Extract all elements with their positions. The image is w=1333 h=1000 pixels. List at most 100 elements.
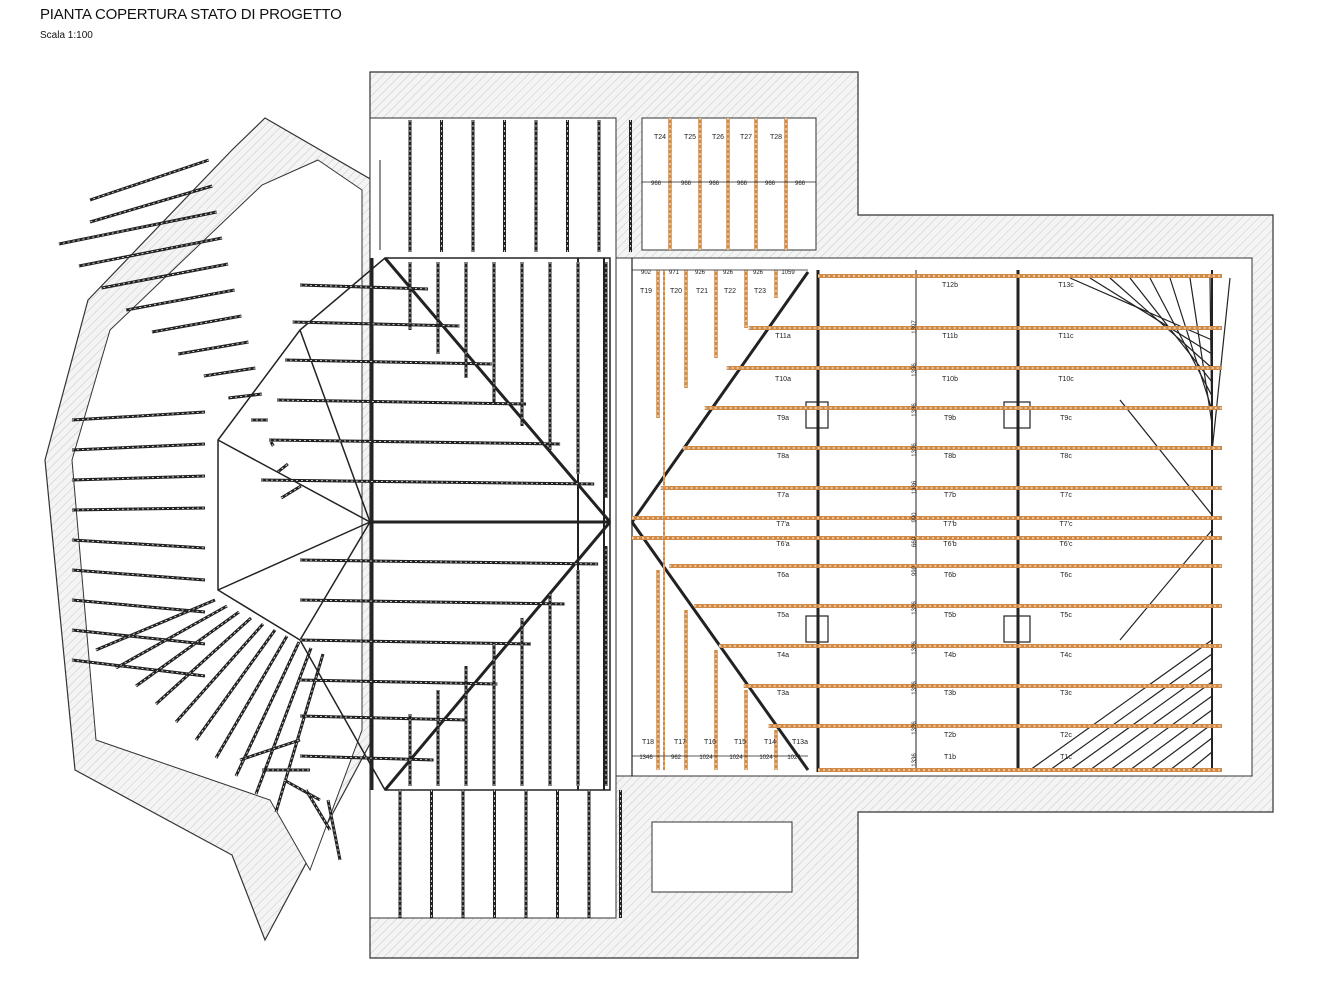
hall-diagonal-top-5: [1169, 277, 1213, 411]
upper-dim-4: 966: [765, 181, 776, 187]
upper-label-T26: T26: [712, 134, 724, 141]
apse-hip-2: [217, 521, 371, 591]
vertical-dim-3: 1336: [912, 443, 918, 457]
apse-rafter-upper-2-dash: [58, 211, 217, 245]
apse-rafter-upper-3-dash: [78, 237, 223, 267]
hip-purlin-8-dash: [299, 639, 531, 645]
apse-rafter-upper-11-dash: [270, 441, 274, 447]
vertical-dim-11: 1336: [912, 721, 918, 735]
bay-label-T4c: T4c: [1060, 652, 1072, 659]
bay-label-T2b: T2b: [944, 732, 956, 739]
bay-label-T12b: T12b: [942, 282, 958, 289]
bay-label-T1b: T1b: [944, 754, 956, 761]
bay-label-T10a: T10a: [775, 376, 791, 383]
upper-label-T24: T24: [654, 134, 666, 141]
top-row-label-T23: T23: [754, 288, 766, 295]
bay-label-T6'b: T6'b: [943, 541, 957, 548]
bottom-dim-2: 1024: [699, 755, 713, 761]
apse-rafter-mid-5-dash: [71, 569, 206, 581]
apse-rafter-bottom-3: [304, 789, 332, 831]
bottom-row-label-T13a: T13a: [792, 739, 808, 746]
bottom-row-label-T15: T15: [734, 739, 746, 746]
pilaster-1: [805, 401, 829, 429]
hall-diagonal-bottom-4: [1109, 695, 1213, 771]
nave-top-rafters: [379, 120, 632, 252]
apse-rafter-upper-1-dash: [89, 185, 213, 223]
hip-purlin-1: [292, 320, 460, 328]
bay-label-T8b: T8b: [944, 453, 956, 460]
top-row-label-T19: T19: [640, 288, 652, 295]
apse-rafter-mid-1-dash: [71, 443, 206, 451]
apse-rafter-lower-6-dash: [215, 635, 288, 759]
hall-diagonals: [1029, 277, 1231, 771]
bay-label-T7c: T7c: [1060, 492, 1072, 499]
hall-diagonal-bottom-0: [1029, 639, 1213, 771]
bay-label-T3c: T3c: [1060, 690, 1072, 697]
pilaster-4: [1003, 615, 1031, 643]
hip-line-bottom: [383, 521, 612, 791]
bay-label-T9b: T9b: [944, 415, 956, 422]
vertical-dim-12: 1336: [912, 753, 918, 767]
page-title: PIANTA COPERTURA STATO DI PROGETTO: [40, 6, 342, 23]
vertical-dim-4: 1336: [912, 480, 918, 494]
apse-rafter-upper-7-dash: [178, 341, 249, 355]
hip-purlin-5-dash: [260, 479, 595, 485]
apse-rafter-lower-4-dash: [175, 623, 264, 723]
apse-rafter-mid-3-dash: [71, 507, 206, 511]
bay-label-T11a: T11a: [775, 333, 791, 340]
bay-label-T11b: T11b: [942, 333, 958, 340]
bay-label-T4a: T4a: [777, 652, 789, 659]
bay-label-T9c: T9c: [1060, 415, 1072, 422]
apse-rafter-lower-2-dash: [135, 611, 240, 687]
vertical-dim-0: 1397: [912, 320, 918, 334]
bay-label-T3b: T3b: [944, 690, 956, 697]
apse-rafter-mid-2-dash: [71, 475, 206, 481]
top-row-label-T22: T22: [724, 288, 736, 295]
vertical-dim-8: 1336: [912, 601, 918, 615]
hall-diagonal-top-7: [1209, 277, 1213, 439]
vertical-dim-7: 990: [912, 565, 918, 576]
bay-label-T10c: T10c: [1058, 376, 1074, 383]
bay-label-T6'a: T6'a: [776, 541, 790, 548]
hip-line-top: [383, 257, 612, 523]
hall-diagonal-bottom-6: [1149, 723, 1213, 771]
vertical-dim-5: 990: [912, 512, 918, 523]
bay-label-T7b: T7b: [944, 492, 956, 499]
top-row-label-T20: T20: [670, 288, 682, 295]
apse-rafter-mid-8-dash: [71, 659, 206, 677]
pilaster-3: [805, 615, 829, 643]
bay-label-T9a: T9a: [777, 415, 789, 422]
apse-rafter-lower-0-dash: [95, 599, 216, 651]
top-dim-3: 926: [723, 270, 734, 276]
hall-diagonal-top-6: [1189, 277, 1213, 425]
apse-rafter-bottom-0-dash: [239, 739, 301, 761]
hall-verticals: [656, 270, 778, 770]
bottom-dim-5: 1024: [787, 755, 801, 761]
lower-room: [651, 821, 793, 893]
hip-purlin-4-dash: [268, 439, 561, 445]
hall-purlins: [632, 274, 1222, 772]
apse-rafter-mid-7-dash: [71, 629, 206, 645]
bay-label-T13c: T13c: [1058, 282, 1074, 289]
upper-dim-3: 966: [737, 181, 748, 187]
bay-label-T6c: T6c: [1060, 572, 1072, 579]
top-dim-5: 1059: [781, 270, 795, 276]
apse-rafter-upper-12-dash: [277, 463, 289, 473]
bay-label-T1c: T1c: [1060, 754, 1072, 761]
hall-diagonal-bottom-8: [1189, 751, 1213, 771]
apse-rafter-mid-0-dash: [71, 411, 206, 421]
top-row-label-T21: T21: [696, 288, 708, 295]
bay-label-T6a: T6a: [777, 572, 789, 579]
scale-label: Scala 1:100: [40, 30, 93, 41]
apse-rafter-mid-4-dash: [71, 539, 206, 549]
bay-label-T11c: T11c: [1058, 333, 1074, 340]
bay-label-T10b: T10b: [942, 376, 958, 383]
apse-rafter-upper-9-dash: [228, 393, 262, 399]
hip-purlin-9: [299, 678, 498, 686]
hip-purlin-3-dash: [276, 399, 527, 405]
bay-label-T7'c: T7'c: [1059, 521, 1073, 528]
apse-rafter-lower-3-dash: [155, 617, 252, 705]
nave-bottom-rafters: [398, 790, 622, 918]
bay-label-T5a: T5a: [777, 612, 789, 619]
